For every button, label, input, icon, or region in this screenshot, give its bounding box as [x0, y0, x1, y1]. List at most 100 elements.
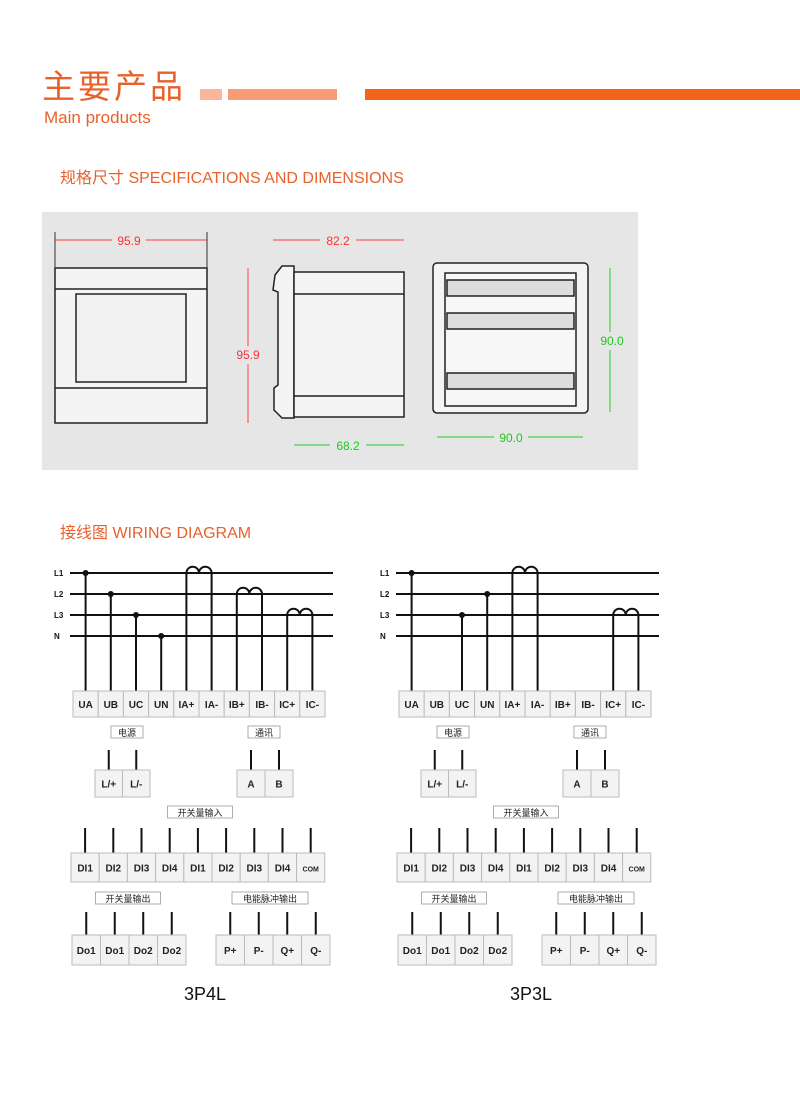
terminal-box	[420, 769, 449, 798]
group-label: 开关量输出	[105, 893, 150, 904]
phase-label-n: N	[380, 632, 386, 641]
group-label: 电源	[118, 727, 136, 738]
terminal-box	[248, 690, 276, 718]
group-label: 电能脉冲输出	[569, 893, 623, 904]
terminal-label: Q+	[606, 946, 620, 957]
diagram-caption: 3P4L	[184, 984, 226, 1004]
terminal-label: IC+	[279, 700, 295, 711]
terminal-label: Q-	[310, 946, 321, 957]
terminal-label: DI1	[77, 864, 93, 875]
terminal-box	[574, 690, 602, 718]
terminal-box	[483, 934, 513, 966]
terminal-label: UN	[154, 700, 168, 711]
terminal-box	[600, 690, 627, 718]
terminal-label: IC-	[632, 700, 645, 711]
terminal-box	[541, 934, 571, 966]
terminal-box	[155, 852, 185, 883]
phase-label-l1: L1	[380, 569, 390, 578]
junction-dot	[484, 591, 491, 597]
terminal-label: Do1	[77, 946, 96, 957]
terminal-box	[223, 690, 250, 718]
terminal-label: B	[275, 780, 282, 791]
terminal-box	[94, 769, 123, 798]
group-label-frame	[110, 725, 144, 739]
group-label: 通讯	[255, 728, 273, 738]
junction-dot	[107, 591, 114, 597]
terminal-box	[590, 769, 620, 798]
terminal-box	[70, 852, 100, 883]
phase-label-l2: L2	[54, 590, 64, 599]
terminal-box	[622, 852, 652, 883]
terminal-box	[157, 934, 187, 966]
junction-dot	[459, 612, 465, 618]
group-label-frame	[95, 891, 161, 905]
terminal-box	[397, 934, 427, 966]
terminal-label: DI4	[601, 864, 617, 875]
terminal-box	[509, 852, 539, 883]
junction-dot	[408, 570, 415, 576]
terminal-label: B	[601, 780, 608, 791]
terminal-box	[570, 934, 600, 966]
section-title-cn: 主要产品	[42, 67, 186, 106]
terminal-label: DI2	[106, 864, 122, 875]
group-label: 通讯	[581, 728, 599, 738]
terminal-box	[301, 934, 331, 966]
terminal-box	[272, 934, 302, 966]
terminal-box	[549, 690, 576, 718]
current-transformer-loop	[511, 565, 539, 691]
terminal-box	[122, 769, 151, 798]
junction-dot	[133, 612, 139, 618]
terminal-label: DI4	[275, 864, 291, 875]
terminal-label: UB	[430, 700, 444, 711]
terminal-label: IC+	[605, 700, 621, 711]
terminal-label: IC-	[306, 700, 319, 711]
terminal-label: DI4	[162, 864, 178, 875]
decor-bar-2	[228, 89, 337, 100]
terminal-label: IB+	[229, 700, 245, 711]
terminal-box	[244, 934, 274, 966]
terminal-box	[593, 852, 624, 883]
terminal-label: Q-	[636, 946, 647, 957]
terminal-box	[173, 690, 200, 718]
diagram-caption: 3P3L	[510, 984, 552, 1004]
terminal-label: DI2	[432, 864, 448, 875]
terminal-label: Do2	[488, 946, 507, 957]
terminal-box	[448, 690, 476, 718]
terminal-label: P-	[254, 946, 264, 957]
terminal-label: DI4	[488, 864, 504, 875]
terminal-label: Do1	[105, 946, 124, 957]
terminal-box	[267, 852, 298, 883]
terminal-box	[128, 934, 158, 966]
junction-dot	[158, 633, 165, 639]
terminal-box	[211, 852, 241, 883]
rear-width-label: 90.0	[499, 431, 523, 445]
current-transformer-loop	[286, 607, 314, 691]
terminal-box	[474, 690, 501, 718]
terminal-label: P+	[224, 946, 237, 957]
terminal-box	[398, 690, 425, 718]
terminal-box	[100, 934, 130, 966]
terminal-label: Do2	[134, 946, 153, 957]
group-label-frame	[231, 891, 309, 905]
group-label: 电能脉冲输出	[243, 893, 297, 904]
group-label-frame	[493, 805, 559, 819]
terminal-label: L/-	[130, 780, 142, 791]
terminal-box	[148, 690, 175, 718]
front-width-label: 95.9	[117, 234, 141, 248]
terminal-box	[97, 690, 124, 718]
terminal-label: L/+	[427, 780, 442, 791]
group-label-frame	[167, 805, 233, 819]
terminal-box	[98, 852, 128, 883]
phase-label-n: N	[54, 632, 60, 641]
side-view	[272, 265, 405, 419]
terminal-box	[236, 769, 266, 798]
dimension-drawings: 95.9 95.9 82.2 68.2	[54, 232, 626, 453]
group-label-frame	[557, 891, 635, 905]
terminal-box	[499, 690, 526, 718]
terminal-label: Do2	[460, 946, 479, 957]
phase-label-l2: L2	[380, 590, 390, 599]
terminal-box	[396, 852, 426, 883]
terminal-label: P-	[580, 946, 590, 957]
terminal-box	[299, 690, 326, 718]
